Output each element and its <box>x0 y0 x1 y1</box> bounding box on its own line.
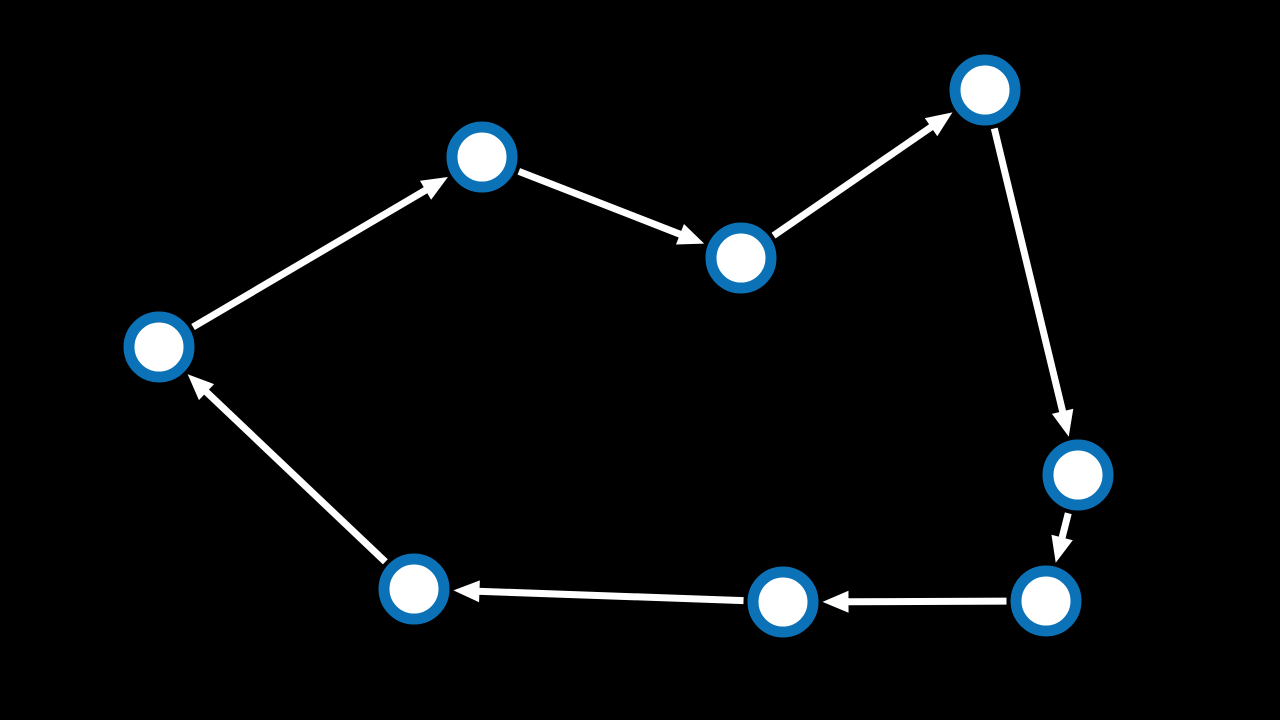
node-circle <box>705 222 777 294</box>
graph-edge[interactable] <box>771 112 953 239</box>
edge-arrowhead-icon <box>419 177 448 200</box>
edge-line <box>990 127 1067 415</box>
graph-node[interactable] <box>1010 565 1082 637</box>
graph-node[interactable] <box>123 311 195 383</box>
graph-edge[interactable] <box>1051 512 1073 563</box>
edge-layer <box>187 112 1074 613</box>
graph-node[interactable] <box>747 566 819 638</box>
edge-line <box>477 587 744 605</box>
graph-node[interactable] <box>949 54 1021 126</box>
edge-line <box>846 597 1007 606</box>
edge-arrowhead-icon <box>453 580 480 603</box>
edge-arrowhead-icon <box>675 223 705 245</box>
graph-node[interactable] <box>705 222 777 294</box>
node-circle <box>949 54 1021 126</box>
node-circle <box>1010 565 1082 637</box>
node-layer <box>123 54 1114 638</box>
graph-edge[interactable] <box>191 177 448 330</box>
node-circle <box>123 311 195 383</box>
edge-arrowhead-icon <box>187 374 215 401</box>
graph-edge[interactable] <box>517 168 705 245</box>
edge-arrowhead-icon <box>1051 408 1074 437</box>
graph-node[interactable] <box>1042 439 1114 511</box>
node-circle <box>378 553 450 625</box>
edge-arrowhead-icon <box>822 590 849 613</box>
graph-edge[interactable] <box>453 580 744 605</box>
graph-edge[interactable] <box>187 374 388 565</box>
node-circle <box>1042 439 1114 511</box>
graph-node[interactable] <box>446 121 518 193</box>
edge-line <box>517 168 684 239</box>
edge-arrowhead-icon <box>1051 534 1073 563</box>
graph-node[interactable] <box>378 553 450 625</box>
graph-edge[interactable] <box>990 127 1074 437</box>
edge-arrowhead-icon <box>924 112 953 137</box>
edge-line <box>1058 512 1072 541</box>
graph-edge[interactable] <box>822 590 1007 613</box>
node-circle <box>747 566 819 638</box>
node-circle <box>446 121 518 193</box>
edge-line <box>191 186 430 330</box>
edge-line <box>771 123 935 239</box>
edge-line <box>202 388 388 565</box>
